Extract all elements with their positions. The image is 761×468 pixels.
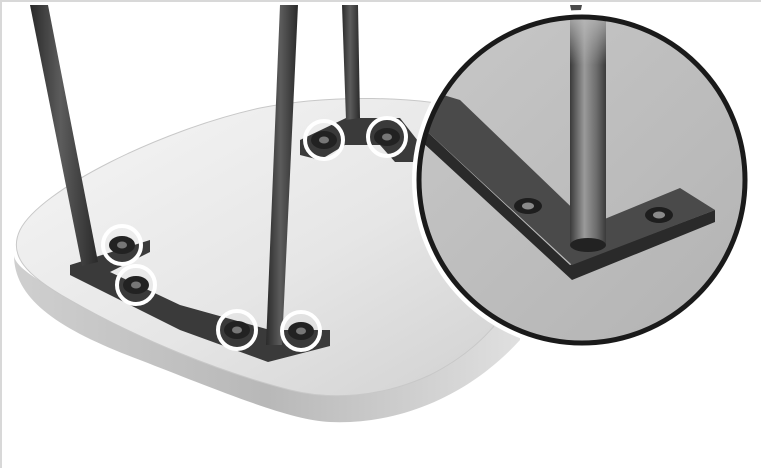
callout-screw-1 <box>514 198 542 214</box>
callout-leg-base <box>570 238 606 252</box>
callout-screw-2 <box>645 207 673 223</box>
detail-callout <box>410 5 760 350</box>
